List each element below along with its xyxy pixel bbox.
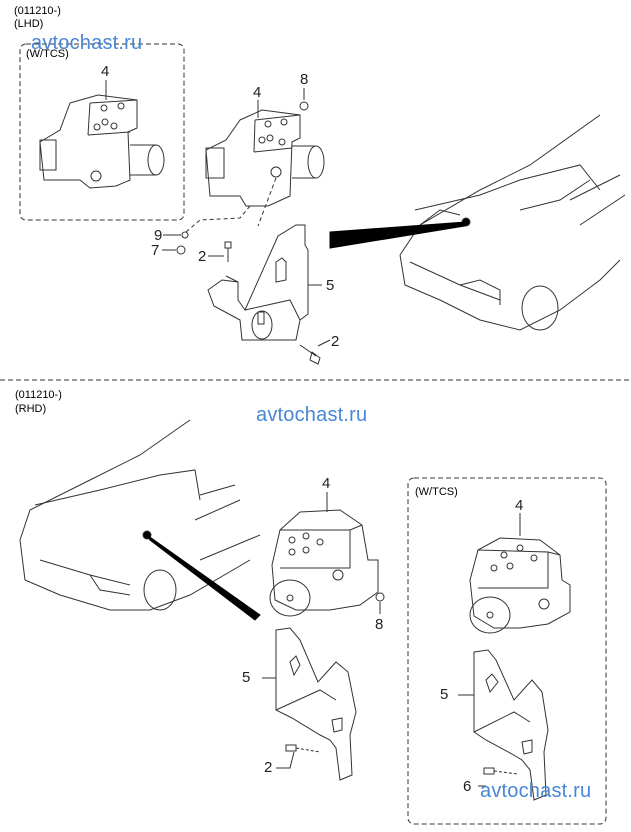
location-arrow-bottom: [146, 534, 261, 621]
callout-5-bottom: 5: [242, 669, 251, 686]
nut-8-bottom: [375, 592, 385, 602]
callout-8-bottom: 8: [375, 616, 384, 633]
hydraulic-unit-tcs-bottom: [469, 537, 571, 634]
bolt-2-upper: [224, 241, 232, 262]
hydraulic-unit-bottom: [269, 509, 379, 617]
tcs-box-bottom: [407, 477, 607, 825]
location-arrow-top: [329, 221, 466, 249]
bracket-5-bottom: [275, 627, 357, 781]
top-date-code: (011210-): [14, 5, 61, 17]
hydraulic-unit-top: [205, 109, 325, 207]
callout-6: 6: [463, 778, 472, 795]
callout-5-top: 5: [326, 277, 335, 294]
bottom-variant-label: (RHD): [15, 403, 47, 415]
grommet-7: [176, 245, 186, 255]
bracket-5-tcs: [473, 649, 549, 801]
callout-2-bottom: 2: [264, 759, 273, 776]
watermark-top: avtochast.ru: [31, 32, 143, 54]
top-tcs-box-label: (W/TCS): [26, 48, 69, 60]
callout-9: 9: [154, 227, 163, 244]
watermark-middle: avtochast.ru: [256, 404, 368, 426]
callout-8-top: 8: [300, 71, 309, 88]
nut-8-top: [299, 101, 309, 111]
callout-4-tcs-bottom: 4: [515, 497, 524, 514]
top-variant-label: (LHD): [14, 18, 44, 30]
washer-9: [181, 231, 189, 239]
tcs-box-top: [19, 43, 185, 221]
bolt-2-bottom: [285, 744, 321, 753]
callout-2-lower: 2: [331, 333, 340, 350]
bolt-6: [483, 767, 519, 775]
callout-4-top: 4: [253, 84, 262, 101]
callout-2-upper: 2: [198, 248, 207, 265]
callout-4-bottom: 4: [322, 475, 331, 492]
car-illustration-rhd: [19, 419, 261, 611]
bracket-5-top: [207, 224, 322, 341]
callout-4-tcs-top: 4: [101, 63, 110, 80]
hydraulic-unit-tcs-top: [39, 94, 165, 189]
callout-5-tcs: 5: [440, 686, 449, 703]
watermark-bottom: avtochast.ru: [480, 780, 592, 802]
callout-7: 7: [151, 242, 160, 259]
bottom-tcs-box-label: (W/TCS): [415, 486, 458, 498]
bottom-date-code: (011210-): [15, 389, 62, 401]
bolt-2-lower: [299, 344, 321, 365]
car-illustration-lhd: [399, 114, 626, 331]
